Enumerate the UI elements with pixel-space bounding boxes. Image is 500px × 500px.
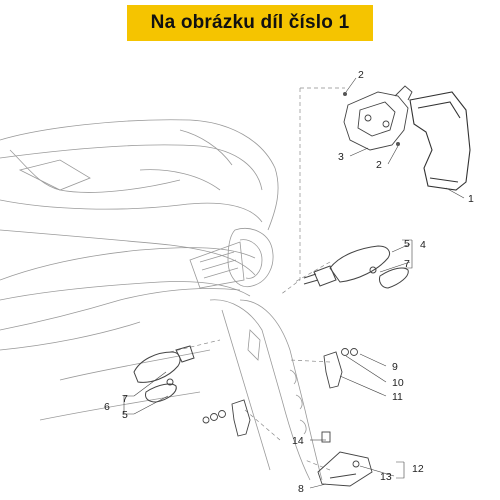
callout-4: 4 — [420, 239, 426, 251]
callout-3: 3 — [338, 151, 344, 163]
callout-13: 13 — [380, 471, 392, 483]
turn-signal-right — [303, 245, 409, 289]
cover-part-1 — [409, 91, 471, 191]
rear-body-outline — [0, 119, 323, 481]
title-banner: Na obrázku díl číslo 1 — [127, 5, 373, 41]
callout-7-left: 7 — [122, 393, 128, 405]
callout-labels: 2 3 2 1 4 5 7 6 7 5 9 10 11 12 13 14 8 — [104, 69, 474, 495]
callout-7-right: 7 — [404, 258, 410, 270]
callout-5-left: 5 — [122, 409, 128, 421]
callout-2-top: 2 — [358, 69, 364, 81]
callout-12: 12 — [412, 463, 424, 475]
callout-1: 1 — [468, 193, 474, 205]
bracket-part-3 — [343, 85, 413, 151]
callout-14: 14 — [292, 435, 304, 447]
callout-5-right: 5 — [404, 238, 410, 250]
callout-11: 11 — [392, 391, 403, 403]
callout-10: 10 — [392, 377, 404, 389]
license-light — [317, 431, 373, 487]
screw-part-2-top — [343, 92, 347, 96]
callout-leaders — [123, 77, 465, 489]
assembly-leaders — [169, 87, 345, 471]
callout-2-mid: 2 — [376, 159, 382, 171]
callout-6: 6 — [104, 401, 110, 413]
turn-signal-left — [133, 345, 195, 403]
washers-right — [323, 348, 358, 389]
screw-part-2-mid — [396, 142, 400, 146]
washers-left — [202, 399, 251, 437]
title-text: Na obrázku díl číslo 1 — [150, 12, 350, 33]
callout-9: 9 — [392, 361, 398, 373]
callout-8: 8 — [298, 483, 304, 495]
